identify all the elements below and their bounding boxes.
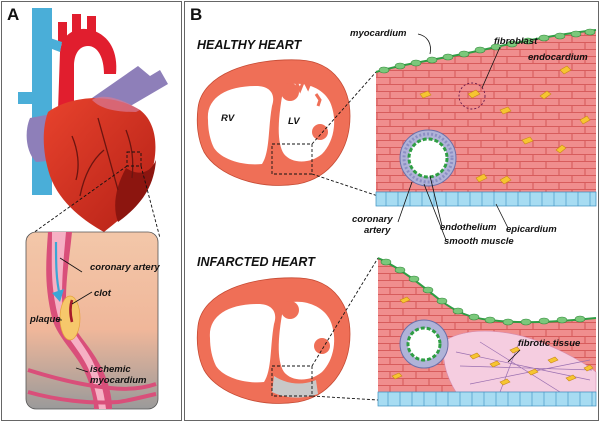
fibroblasts-infarcted (391, 296, 594, 386)
panel-b-letter: B (190, 5, 202, 24)
fibrotic-region (443, 330, 597, 393)
label-epicardium: epicardium (506, 224, 557, 235)
infarcted-ventricle-section (196, 277, 351, 404)
clot-shape (69, 299, 74, 323)
zoom-box-a (126, 151, 142, 167)
panel-a-frame (1, 1, 182, 421)
ventricles (43, 98, 156, 232)
endocardium-cells-infarcted (380, 258, 586, 326)
label-coronary-artery-a: coronary artery (90, 262, 160, 273)
label-endocardium: endocardium (528, 52, 588, 63)
healthy-ventricle-section (196, 59, 351, 186)
aorta (58, 28, 117, 111)
label-myocardium: myocardium (350, 28, 407, 39)
healthy-heart-title: HEALTHY HEART (197, 38, 303, 52)
epicardium-layer (375, 191, 597, 207)
label-coronary-artery-b: artery (364, 225, 391, 236)
panel-a-letter: A (7, 5, 19, 24)
label-rv: RV (221, 113, 235, 124)
ischemic-region (115, 160, 156, 222)
endocardium-cells (378, 28, 596, 74)
label-plaque: plaque (29, 314, 61, 325)
whole-heart-illustration (18, 8, 168, 239)
label-ischemic-myocardium: myocardium (90, 375, 147, 386)
epicardium-layer-infarcted (377, 391, 597, 407)
label-smooth-muscle: smooth muscle (444, 236, 514, 247)
panel-b-frame (184, 1, 599, 421)
label-coronary: coronary (352, 214, 393, 225)
fibroblast-highlight (458, 82, 486, 110)
fibroblasts-healthy (419, 65, 591, 185)
infarct-scar (272, 376, 318, 398)
label-lv: LV (288, 116, 300, 127)
artery-wall (46, 232, 112, 409)
zoom-box-healthy (271, 143, 313, 175)
infarcted-tissue-zoom (377, 257, 597, 407)
label-clot: clot (94, 288, 112, 299)
artery-inset (25, 231, 159, 410)
zoom-box-infarcted (271, 365, 313, 397)
infarcted-heart-title: INFARCTED HEART (197, 255, 316, 269)
label-ischemic: ischemic (90, 364, 131, 375)
label-fibroblast: fibroblast (494, 36, 538, 47)
label-fibrotic-tissue: fibrotic tissue (518, 338, 581, 349)
endothelium-ring (407, 137, 449, 179)
label-endothelium: endothelium (440, 222, 497, 233)
